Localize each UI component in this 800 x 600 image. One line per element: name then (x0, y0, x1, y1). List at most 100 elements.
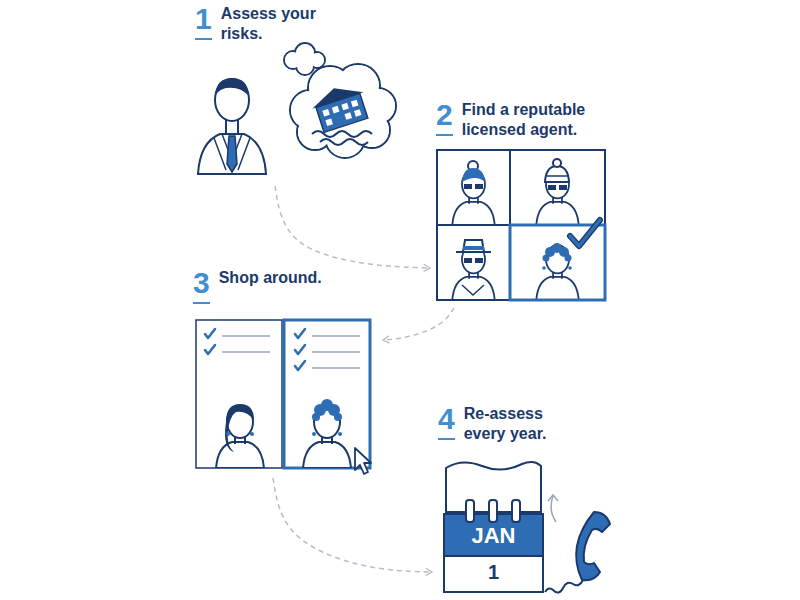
comparison-panels-part (355, 448, 371, 474)
repeat-arrow (548, 495, 558, 522)
thought-cloud-part (320, 139, 368, 145)
step-number: 4 (438, 404, 455, 440)
step-group: 1Assess your risks. (195, 4, 349, 180)
agent-grid-part (452, 245, 495, 300)
comparison-panels-part-part (312, 335, 360, 337)
comparison-panels-part-part (312, 413, 320, 421)
step-number: 2 (436, 100, 453, 136)
telephone-handset-part (576, 512, 610, 580)
agent-grid-part (456, 240, 491, 252)
thought-cloud-part (291, 65, 395, 157)
comparison-panels-part (312, 432, 316, 436)
agent-grid-part (570, 220, 600, 246)
agent-grid-part (475, 258, 483, 263)
comparison-panels-part (226, 432, 230, 436)
day-number: 1 (442, 554, 545, 590)
step-header: 1Assess your risks. (195, 4, 349, 44)
house-icon-part (325, 118, 333, 126)
month-label: JAN (442, 518, 545, 554)
calendar-outline-part (512, 500, 520, 522)
agent-grid-part (463, 246, 484, 250)
agent-grid-part (542, 266, 546, 270)
step-header: 3 Shop around. (193, 268, 377, 304)
agent-grid-part (536, 245, 579, 300)
house-icon (308, 80, 371, 134)
comparison-panels-part-part (312, 367, 360, 369)
comparison-panels-part-part (334, 413, 342, 421)
house-icon-part (322, 109, 330, 117)
step-heading: Re-assess every year. (464, 404, 560, 444)
house-icon-part (351, 100, 359, 108)
agent-grid-part (462, 168, 485, 182)
agent-grid-part (568, 266, 572, 270)
calendar-page: JAN1 (442, 456, 545, 594)
thought-cloud-small-part-part (297, 58, 313, 74)
calendar-outline-part (489, 500, 497, 522)
dashed-connector (273, 478, 432, 572)
agent-grid-part (462, 285, 484, 295)
agent-grid-part (547, 175, 567, 177)
comparison-panels-part-part (295, 329, 305, 338)
thought-cloud (290, 64, 396, 158)
step-heading: Find a reputable licensed agent. (462, 100, 608, 140)
step-number: 3 (193, 268, 210, 304)
house-icon-part (354, 109, 362, 117)
dashed-connector (275, 186, 430, 268)
agent-grid-part (543, 243, 572, 262)
comparison-panels-part (284, 320, 370, 468)
comparison-panels-part (312, 399, 342, 421)
house-icon-part (344, 112, 352, 120)
agent-grid-part (559, 185, 567, 190)
agent-grid-part (464, 184, 472, 189)
comparison-panels-part-part (295, 345, 305, 354)
comparison-panels-part (196, 320, 282, 468)
agent-grid-part (452, 170, 495, 225)
comparison-panels-part-part (312, 351, 360, 353)
businessman-figure-part (198, 134, 266, 174)
agent-grid-part (475, 184, 483, 189)
comparison-panels-part-part (295, 361, 305, 370)
agent-grid-part (553, 159, 561, 167)
agent-grid-part (464, 258, 472, 263)
telephone-handset (545, 512, 610, 593)
comparison-panels-part (216, 406, 264, 468)
comparison-panels (196, 320, 371, 474)
house-icon-part (341, 103, 349, 111)
comparison-panels-part (205, 329, 305, 370)
agent-grid-part (437, 150, 605, 300)
dashed-connector (383, 308, 454, 340)
house-icon-part (316, 93, 368, 132)
agent-grid (437, 150, 605, 300)
step-heading: Shop around. (219, 268, 349, 288)
businessman-figure-part (215, 78, 249, 96)
telephone-handset-part (545, 580, 583, 593)
step-header: 4Re-assess every year. (438, 404, 622, 444)
agent-grid-part (510, 225, 605, 300)
comparison-panels-part-part (222, 335, 270, 337)
thought-cloud-part (312, 131, 372, 137)
repeat-arrow-part (548, 495, 558, 501)
agent-grid-part-part (565, 255, 572, 262)
comparison-panels-part (222, 336, 360, 368)
businessman-figure-part (227, 136, 237, 172)
step-group: JAN1 4Re-assess every year. (438, 404, 622, 596)
agent-grid-part (570, 220, 600, 246)
comparison-panels-part (250, 432, 254, 436)
comparison-panels-part (303, 406, 351, 468)
house-icon-part (332, 106, 340, 114)
agent-grid-part (545, 166, 569, 182)
comparison-panels-part (225, 404, 254, 452)
comparison-panels-part-part (222, 351, 270, 353)
step-group: 3 Shop around. (193, 268, 377, 472)
businessman-figure (198, 78, 266, 174)
agent-grid-part-part (543, 255, 550, 262)
step-number: 1 (195, 4, 212, 40)
comparison-panels-part-part (205, 345, 215, 354)
agent-grid-part (548, 185, 556, 190)
comparison-panels-part (338, 432, 342, 436)
step-heading: Assess your risks. (221, 4, 333, 44)
